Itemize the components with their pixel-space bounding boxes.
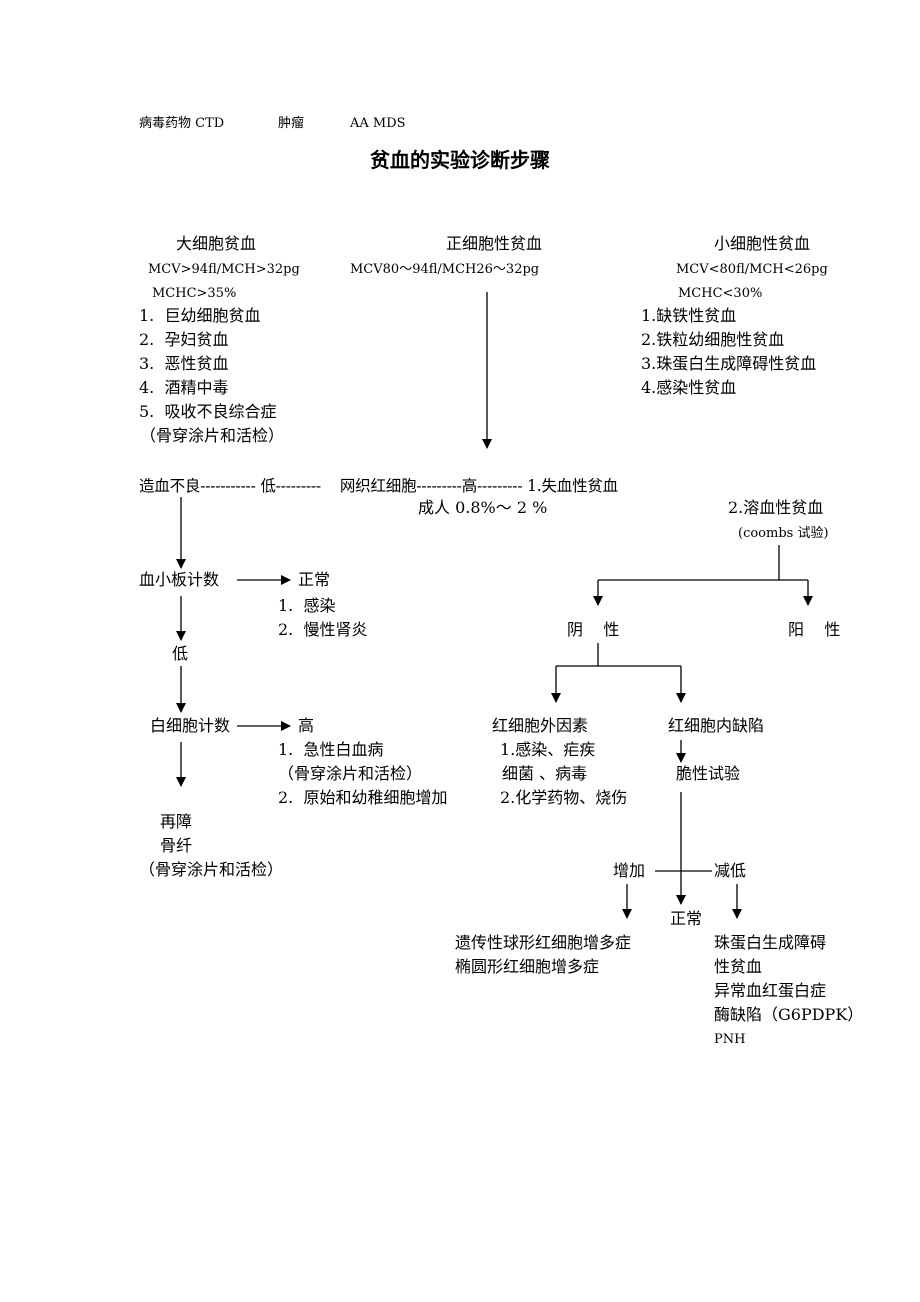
macro-item-3: 3. 恶性贫血 bbox=[139, 354, 229, 373]
platelet-cause-1: 1. 感染 bbox=[278, 596, 336, 615]
coombs-test-label: (coombs 试验) bbox=[738, 526, 829, 541]
coombs-negative: 阴 性 bbox=[567, 620, 620, 639]
header-text-c: AA MDS bbox=[350, 116, 406, 131]
increase-dx-1: 遗传性球形红细胞增多症 bbox=[455, 933, 632, 952]
macro-note: （骨穿涂片和活检） bbox=[140, 426, 285, 445]
extrinsic-title: 红细胞外因素 bbox=[492, 716, 589, 735]
decrease-dx-2: 性贫血 bbox=[714, 957, 763, 976]
micro-item-4: 4.感染性贫血 bbox=[641, 378, 737, 397]
micro-mcv: MCV<80fl/MCH<26pg bbox=[676, 262, 828, 277]
decrease-dx-3: 异常血红蛋白症 bbox=[714, 981, 827, 1000]
normo-mcv: MCV80～94fl/MCH26～32pg bbox=[350, 262, 540, 277]
macro-item-2: 2. 孕妇贫血 bbox=[139, 330, 229, 349]
decrease-dx-4: 酶缺陷（G6PDPK） bbox=[714, 1005, 864, 1024]
retic-line: 造血不良----------- 低--------- 网织红细胞--------… bbox=[139, 477, 618, 495]
platelet-label: 血小板计数 bbox=[139, 570, 220, 589]
wbc-label: 白细胞计数 bbox=[150, 716, 231, 735]
header-text-a: 病毒药物 CTD bbox=[139, 116, 225, 131]
increase-dx-2: 椭圆形红细胞增多症 bbox=[455, 957, 600, 976]
page-title: 贫血的实验诊断步骤 bbox=[370, 148, 550, 172]
macro-title: 大细胞贫血 bbox=[176, 234, 257, 253]
micro-mchc: MCHC<30% bbox=[678, 286, 763, 301]
platelet-normal: 正常 bbox=[298, 570, 331, 589]
fragility-normal: 正常 bbox=[670, 909, 703, 928]
aplastic-2: 骨纤 bbox=[160, 836, 193, 855]
hemolytic-label: 2.溶血性贫血 bbox=[728, 498, 824, 517]
micro-item-1: 1.缺铁性贫血 bbox=[641, 306, 737, 325]
wbc-high: 高 bbox=[298, 716, 315, 735]
macro-item-1: 1. 巨幼细胞贫血 bbox=[139, 306, 261, 325]
intrinsic-title: 红细胞内缺陷 bbox=[668, 716, 765, 735]
coombs-positive: 阳 性 bbox=[788, 620, 841, 639]
macro-mcv: MCV>94fl/MCH>32pg bbox=[148, 262, 300, 277]
decrease-dx-5: PNH bbox=[714, 1032, 746, 1047]
normo-title: 正细胞性贫血 bbox=[446, 234, 543, 253]
macro-item-5: 5. 吸收不良综合症 bbox=[139, 402, 277, 421]
fragility-increase: 增加 bbox=[613, 861, 646, 880]
aplastic-note: （骨穿涂片和活检） bbox=[139, 860, 284, 879]
fragility-test: 脆性试验 bbox=[676, 764, 741, 783]
header-text-b: 肿瘤 bbox=[278, 116, 305, 131]
decrease-dx-1: 珠蛋白生成障碍 bbox=[714, 933, 827, 952]
micro-item-2: 2.铁粒幼细胞性贫血 bbox=[641, 330, 785, 349]
wbc-cause-2: 2. 原始和幼稚细胞增加 bbox=[278, 788, 448, 807]
wbc-cause-1: 1. 急性白血病 bbox=[278, 740, 384, 759]
micro-title: 小细胞性贫血 bbox=[714, 234, 811, 253]
macro-mchc: MCHC>35% bbox=[152, 286, 237, 301]
wbc-cause-note: （骨穿涂片和活检） bbox=[278, 764, 423, 783]
aplastic-1: 再障 bbox=[160, 812, 193, 831]
extrinsic-item-3: 2.化学药物、烧伤 bbox=[500, 788, 628, 807]
extrinsic-item-1: 1.感染、疟疾 bbox=[500, 740, 596, 759]
micro-item-3: 3.珠蛋白生成障碍性贫血 bbox=[641, 354, 817, 373]
extrinsic-item-2: 细菌 、病毒 bbox=[502, 764, 588, 783]
retic-adult-range: 成人 0.8%～ 2 % bbox=[418, 498, 548, 517]
platelet-low: 低 bbox=[172, 644, 189, 663]
platelet-cause-2: 2. 慢性肾炎 bbox=[278, 620, 368, 639]
macro-item-4: 4. 酒精中毒 bbox=[139, 378, 229, 397]
fragility-decrease: 减低 bbox=[714, 861, 747, 880]
